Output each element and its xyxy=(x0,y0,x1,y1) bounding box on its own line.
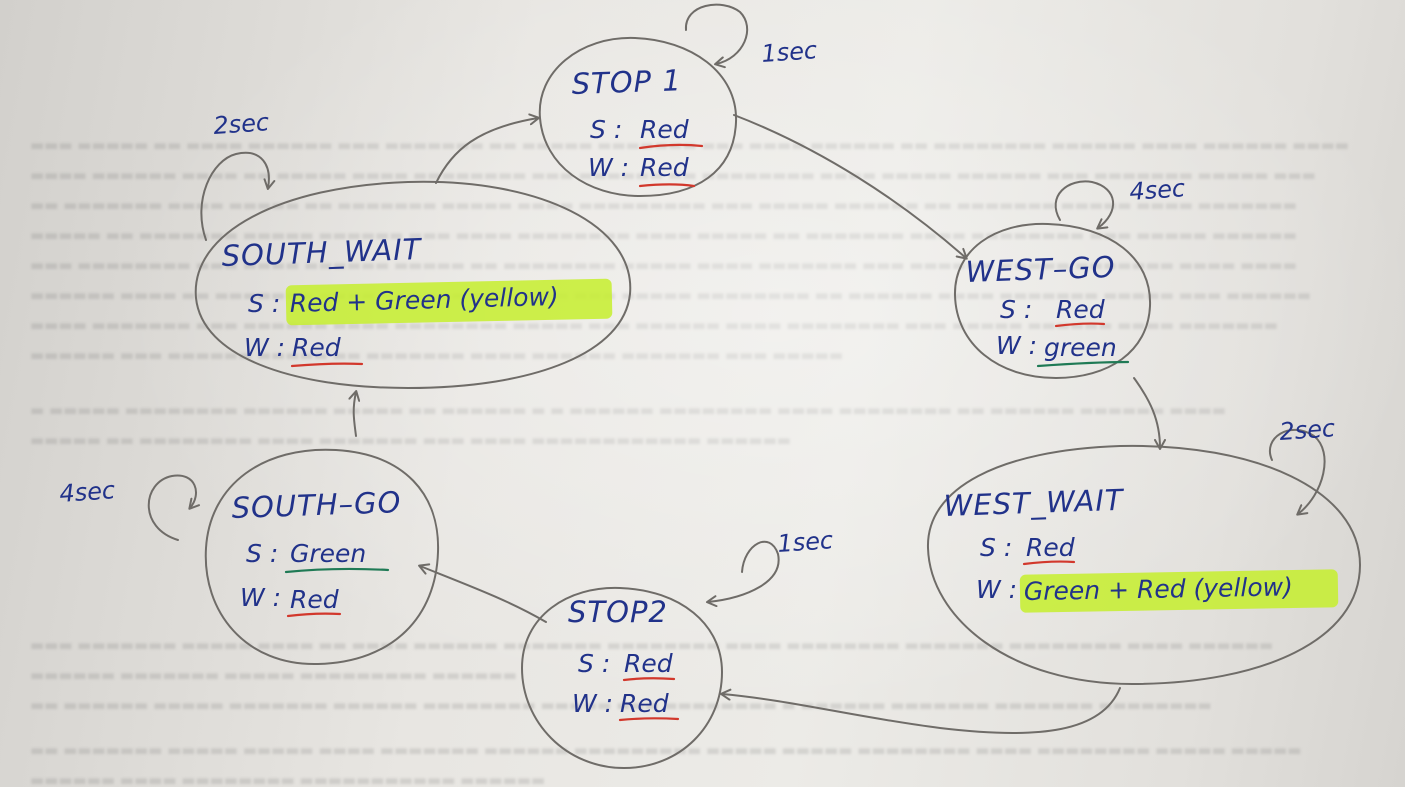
state-outline-west-go xyxy=(953,222,1152,379)
signal-prefix-s-stop1: S : xyxy=(590,115,622,144)
signal-value-w-stop1: Red xyxy=(640,153,689,182)
transition-arrow-south-go-to-south-wait xyxy=(348,390,361,437)
highlight-south-wait-s xyxy=(285,278,613,326)
underline-green-south-go-s xyxy=(284,567,390,574)
self-loop-stop1 xyxy=(684,3,749,69)
underline-red-south-go-w xyxy=(286,612,342,618)
duration-label-south-wait: 2sec xyxy=(212,108,270,140)
state-outline-west-wait xyxy=(926,444,1361,685)
duration-label-stop2: 1sec xyxy=(776,526,834,558)
state-name-south-wait: SOUTH_WAIT xyxy=(221,232,423,273)
state-outline-south-wait xyxy=(194,180,632,389)
self-loop-south-wait xyxy=(200,151,276,241)
underline-red-stop2-w xyxy=(618,717,680,722)
signal-prefix-s-stop2: S : xyxy=(578,649,610,678)
underline-green-west-go-w xyxy=(1036,360,1130,368)
signal-prefix-s-west-go: S : xyxy=(1000,295,1032,324)
duration-label-stop1: 1sec xyxy=(760,36,818,68)
transition-arrow-west-go-to-west-wait xyxy=(1133,377,1166,450)
self-loop-south-go xyxy=(147,474,200,541)
transition-arrow-west-wait-to-stop2 xyxy=(720,687,1121,735)
state-name-west-wait: WEST_WAIT xyxy=(943,483,1125,523)
signal-prefix-w-stop1: W : xyxy=(588,153,629,182)
underline-red-stop1-w xyxy=(638,183,696,188)
duration-label-west-go: 4sec xyxy=(1128,174,1186,206)
state-name-west-go: WEST–GO xyxy=(965,250,1116,289)
state-name-stop2: STOP2 xyxy=(568,595,668,629)
signal-value-s-stop2: Red xyxy=(624,649,673,678)
self-loop-stop2 xyxy=(706,540,780,608)
signal-value-w-south-go: Red xyxy=(290,585,339,614)
transition-arrow-south-wait-to-stop1 xyxy=(435,113,540,184)
signal-prefix-w-west-wait: W : xyxy=(976,575,1017,604)
signal-value-s-south-go: Green xyxy=(290,539,366,568)
signal-prefix-w-west-go: W : xyxy=(996,331,1037,360)
signal-value-w-south-wait: Red xyxy=(292,333,341,362)
transition-arrow-stop2-to-south-go xyxy=(418,563,547,623)
signal-value-s-west-wait: Red xyxy=(1026,533,1075,562)
state-outline-stop1 xyxy=(538,36,738,197)
transition-arrow-stop1-to-west-go xyxy=(733,114,968,260)
underline-red-south-wait-w xyxy=(290,362,364,368)
self-loop-west-go xyxy=(1054,180,1115,230)
state-outline-south-go xyxy=(204,448,440,666)
signal-prefix-s-south-wait: S : xyxy=(248,289,280,318)
signal-prefix-s-south-go: S : xyxy=(246,539,278,568)
signal-prefix-w-stop2: W : xyxy=(572,689,613,718)
signal-value-s-stop1: Red xyxy=(640,115,689,144)
signal-value-w-west-wait: Green + Red (yellow) xyxy=(1024,572,1293,606)
signal-prefix-w-south-go: W : xyxy=(240,583,281,612)
underline-red-west-wait-s xyxy=(1022,560,1076,566)
signal-prefix-w-south-wait: W : xyxy=(244,333,285,362)
state-name-stop1: STOP 1 xyxy=(571,63,682,101)
highlight-west-wait-w xyxy=(1019,569,1339,613)
underline-red-stop2-s xyxy=(622,677,676,682)
state-name-south-go: SOUTH–GO xyxy=(231,485,402,525)
self-loop-west-wait xyxy=(1269,428,1326,516)
signal-value-s-west-go: Red xyxy=(1056,295,1105,324)
signal-value-w-west-go: green xyxy=(1044,333,1117,362)
signal-prefix-s-west-wait: S : xyxy=(980,533,1012,562)
duration-label-south-go: 4sec xyxy=(58,476,116,508)
duration-label-west-wait: 2sec xyxy=(1278,414,1336,446)
signal-value-w-stop2: Red xyxy=(620,689,669,718)
underline-red-west-go-s xyxy=(1054,322,1106,328)
state-outline-stop2 xyxy=(521,586,723,769)
underline-red-stop1-s xyxy=(638,143,704,150)
signal-value-s-south-wait: Red + Green (yellow) xyxy=(289,282,559,318)
